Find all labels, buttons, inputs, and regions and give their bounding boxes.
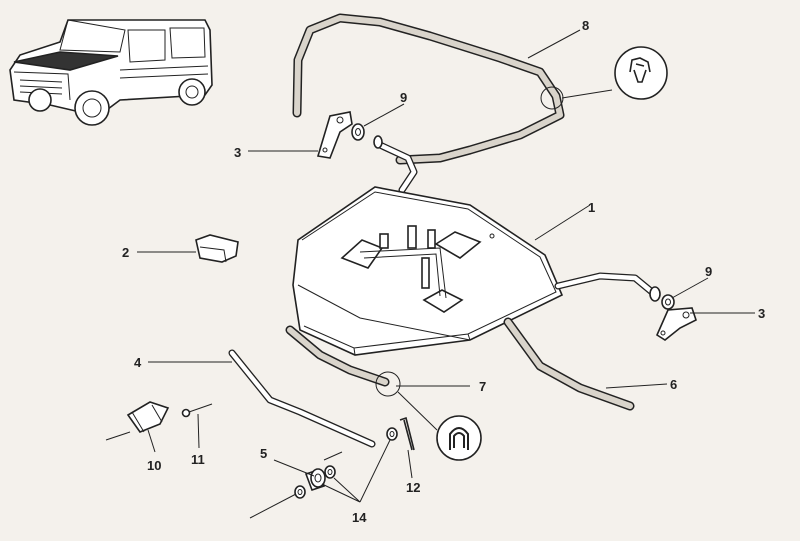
- label-8: 8: [582, 18, 589, 33]
- label-10: 10: [147, 458, 161, 473]
- label-9-right: 9: [705, 264, 712, 279]
- bracket-2: [195, 234, 239, 263]
- bolt-11: [181, 403, 213, 418]
- vehicle-illustration: [9, 19, 213, 126]
- bracket-3-right: [655, 307, 697, 341]
- washers-14: [294, 427, 398, 499]
- label-4: 4: [134, 355, 142, 370]
- label-14: 14: [352, 510, 367, 525]
- detail-circle-clip-bottom: [436, 415, 482, 461]
- bush-5: [304, 468, 326, 492]
- bracket-10: [126, 401, 170, 433]
- highlight-7: [375, 371, 401, 397]
- label-3-right: 3: [758, 306, 765, 321]
- label-1: 1: [588, 200, 595, 215]
- pin-12: [399, 416, 415, 451]
- washer-9-top: [351, 123, 383, 149]
- strap-4: [228, 349, 376, 448]
- return-pipe: [554, 272, 661, 302]
- hose-7: [285, 325, 390, 387]
- bracket-3-top: [316, 111, 353, 159]
- label-3-top: 3: [234, 145, 241, 160]
- label-2: 2: [122, 245, 129, 260]
- leader-lines: [105, 29, 755, 519]
- fuel-tank-1: [292, 186, 564, 356]
- hose-8: [292, 13, 565, 165]
- label-7: 7: [479, 379, 486, 394]
- label-5: 5: [260, 446, 267, 461]
- label-6: 6: [670, 377, 677, 392]
- filler-pipe: [376, 141, 418, 194]
- label-9-top: 9: [400, 90, 407, 105]
- washer-9-right: [661, 294, 675, 310]
- detail-circle-clip-top: [614, 46, 668, 100]
- label-11: 11: [191, 452, 205, 467]
- hose-6: [503, 317, 635, 411]
- label-12: 12: [406, 480, 420, 495]
